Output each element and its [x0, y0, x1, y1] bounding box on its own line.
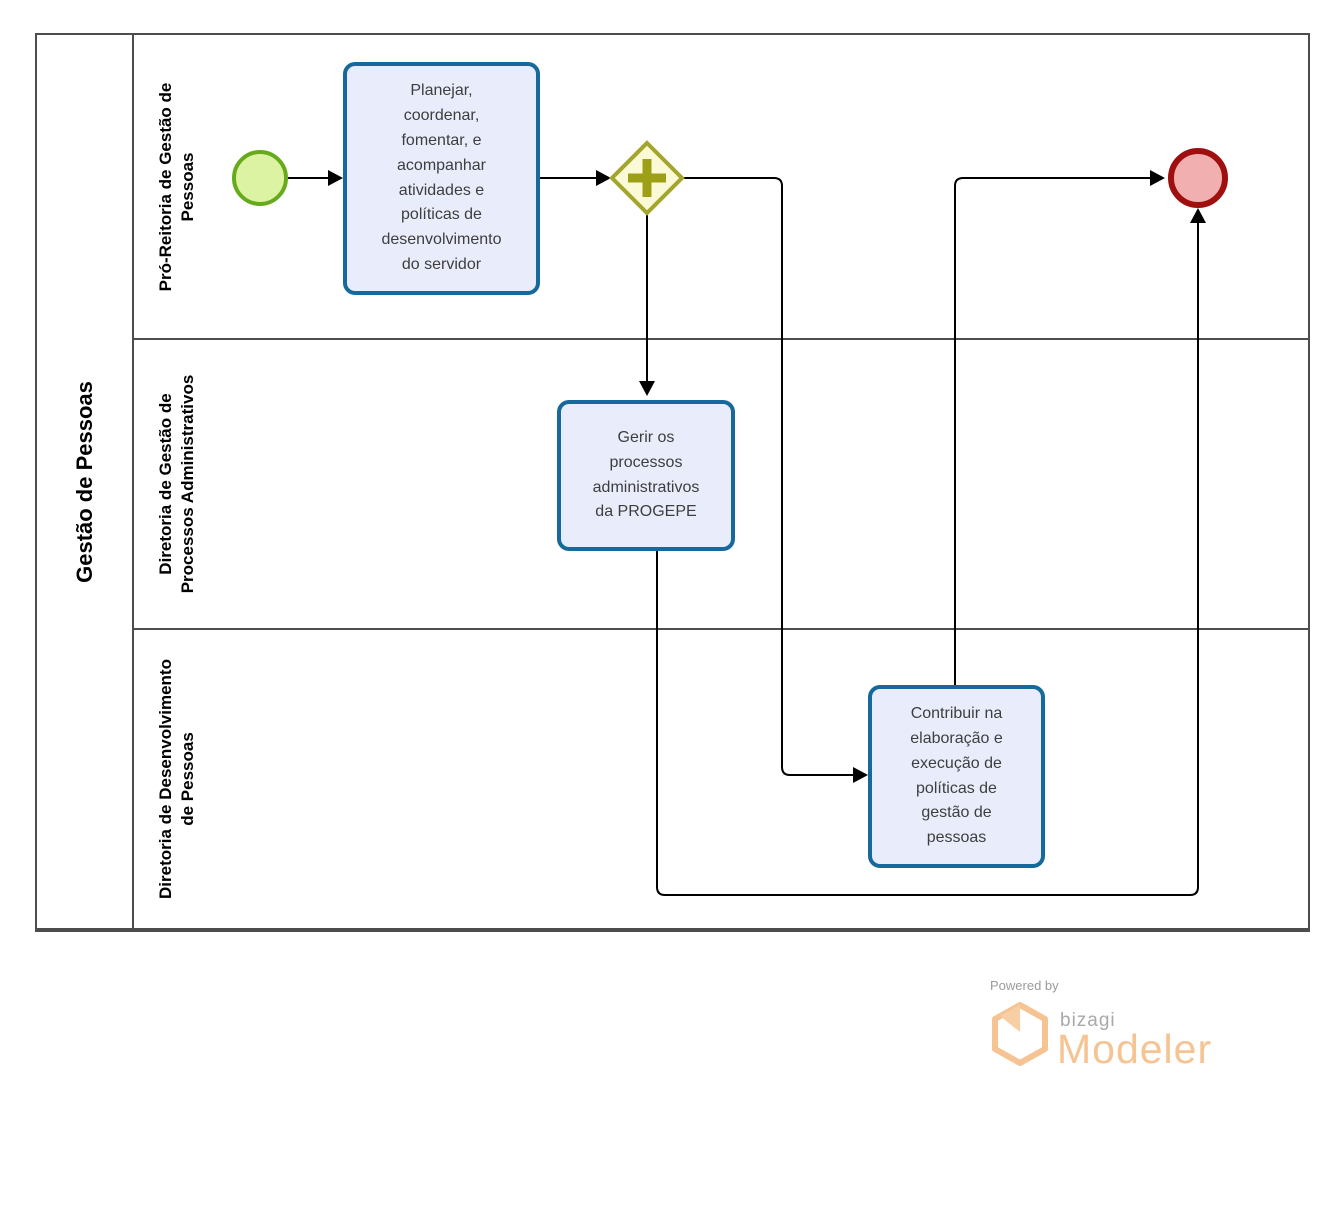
- lane-label: Diretoria de Desenvolvimento de Pessoas: [155, 659, 197, 899]
- lane-label-cell: Pró-Reitoria de Gestão de Pessoas: [134, 35, 219, 338]
- bizagi-hexagon-icon: [992, 1002, 1048, 1066]
- lane-diretoria-desenvolvimento: Diretoria de Desenvolvimento de Pessoas: [134, 630, 1308, 928]
- lane-label: Pró-Reitoria de Gestão de Pessoas: [155, 82, 197, 291]
- lane-label-cell: Diretoria de Desenvolvimento de Pessoas: [134, 630, 219, 928]
- parallel-gateway-shape: [609, 140, 685, 216]
- pool-title-cell: Gestão de Pessoas: [37, 35, 134, 928]
- task-label: Contribuir na elaboração e execução de p…: [910, 705, 1003, 847]
- lane-label-cell: Diretoria de Gestão de Processos Adminis…: [134, 340, 219, 628]
- task-gerir[interactable]: Gerir os processos administrativos da PR…: [557, 400, 735, 551]
- plus-icon: [628, 159, 666, 197]
- task-label: Gerir os processos administrativos da PR…: [592, 428, 700, 521]
- end-event[interactable]: [1168, 148, 1228, 208]
- lane-label: Diretoria de Gestão de Processos Adminis…: [155, 374, 197, 594]
- lane-pro-reitoria: Pró-Reitoria de Gestão de Pessoas: [134, 35, 1308, 340]
- start-event[interactable]: [232, 150, 288, 206]
- bizagi-wordmark: bizagi: [1060, 1010, 1116, 1031]
- powered-by-label: Powered by: [990, 978, 1059, 993]
- task-planejar[interactable]: Planejar, coordenar, fomentar, e acompan…: [343, 62, 540, 295]
- task-label: Planejar, coordenar, fomentar, e acompan…: [381, 82, 502, 273]
- pool-title: Gestão de Pessoas: [71, 380, 97, 583]
- task-contribuir[interactable]: Contribuir na elaboração e execução de p…: [868, 685, 1045, 868]
- bizagi-modeler-watermark: Powered by bizagi Modeler: [988, 976, 1268, 1076]
- modeler-wordmark: Modeler: [1057, 1026, 1213, 1072]
- parallel-gateway[interactable]: [609, 140, 685, 216]
